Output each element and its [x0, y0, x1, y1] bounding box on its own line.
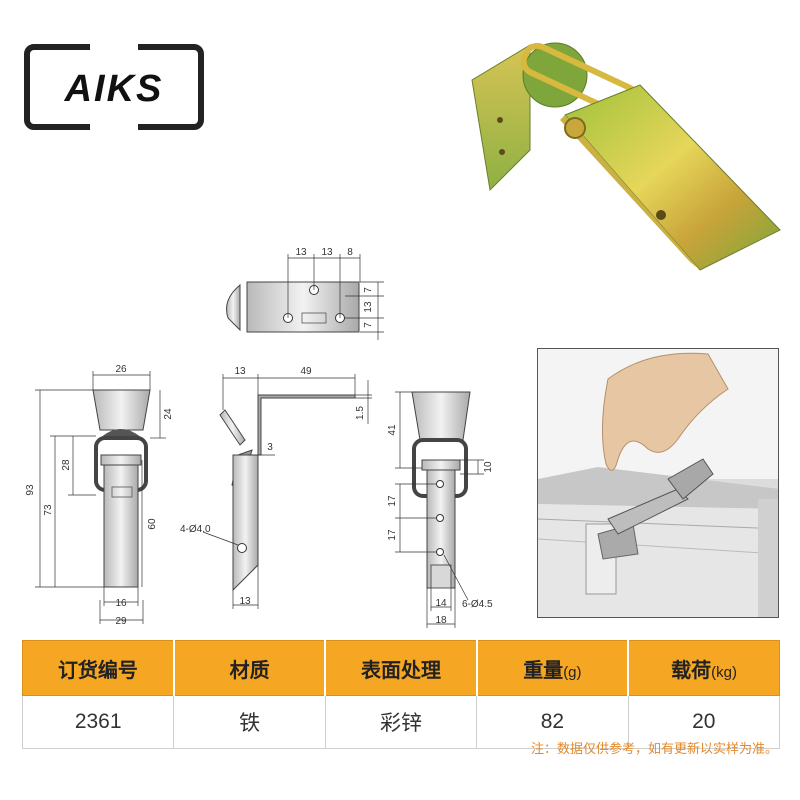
header-weight-unit: (g): [563, 663, 582, 681]
dim-front-right-lower: 60: [147, 518, 158, 530]
header-material: 材质: [172, 640, 326, 696]
dim-rear-pitch2: 17: [387, 529, 398, 541]
header-surface-treatment: 表面处理: [324, 640, 478, 696]
dim-rear-small: 10: [483, 461, 494, 473]
header-load: 载荷(kg): [627, 640, 781, 696]
header-order-number: 订货编号: [21, 640, 175, 696]
dim-top-h2: 13: [321, 247, 333, 258]
dim-side-hole: 4-Ø4.0: [180, 524, 211, 535]
dim-top-v3: 7: [363, 322, 374, 328]
rear-view-drawing: 41 17 17 10 6-Ø4.5 14 18: [387, 391, 494, 628]
dim-top-v1: 7: [363, 287, 374, 293]
technical-drawings: 13 13 8 7 13 7: [25, 42, 781, 628]
dim-top-v2: 13: [363, 301, 374, 313]
dim-side-thickness: 1.5: [355, 406, 366, 420]
dim-rear-upper: 41: [387, 424, 398, 436]
dim-side-gap: 3: [267, 442, 273, 453]
dim-front-top-width: 26: [115, 364, 127, 375]
brand-logo: AIKS: [24, 42, 204, 132]
top-view-drawing: 13 13 8 7 13 7: [226, 247, 384, 340]
side-view-drawing: 13 49 1.5 3 4-Ø4.0 13: [180, 366, 372, 609]
cell-surface-treatment: 彩锌: [324, 695, 478, 749]
dim-top-h1: 13: [295, 247, 307, 258]
header-load-unit: (kg): [711, 663, 737, 681]
disclaimer-note: 注：数据仅供参考，如有更新以实样为准。: [530, 741, 778, 756]
cell-order-number: 2361: [21, 695, 175, 749]
dim-side-top-left: 13: [234, 366, 246, 377]
dim-top-h3: 8: [347, 247, 353, 258]
dim-front-right-upper: 24: [163, 408, 174, 420]
dim-front-overall: 93: [25, 484, 36, 496]
front-view-drawing: 26 93 73 28 24 60 16 29: [25, 364, 174, 627]
header-weight: 重量(g): [475, 640, 629, 696]
dim-rear-hole: 6-Ø4.5: [462, 599, 493, 610]
dim-rear-pitch1: 17: [387, 495, 398, 507]
brand-logo-text: AIKS: [64, 68, 164, 110]
dim-front-inner: 28: [61, 459, 72, 471]
application-illustration: [537, 348, 779, 618]
table-row: 2361 铁 彩锌 82 20: [21, 695, 781, 749]
product-render: [471, 42, 781, 271]
cell-weight: 82: [476, 695, 629, 749]
hand-operating-latch-image: [538, 352, 778, 617]
dim-rear-bottom-inner: 14: [435, 598, 447, 609]
dim-front-bottom-inner: 16: [115, 598, 127, 609]
dim-front-mid: 73: [43, 504, 54, 516]
spec-table: 订货编号 材质 表面处理 重量(g) 载荷(kg) 2361 铁 彩锌 82 2…: [21, 640, 781, 749]
cell-material: 铁: [173, 695, 326, 749]
spec-table-header-row: 订货编号 材质 表面处理 重量(g) 载荷(kg): [21, 640, 781, 696]
dim-side-top-right: 49: [300, 366, 312, 377]
dim-front-bottom-outer: 29: [115, 616, 127, 627]
cell-load: 20: [627, 695, 781, 749]
dim-rear-bottom-outer: 18: [435, 615, 447, 626]
dim-side-bottom: 13: [239, 596, 251, 607]
